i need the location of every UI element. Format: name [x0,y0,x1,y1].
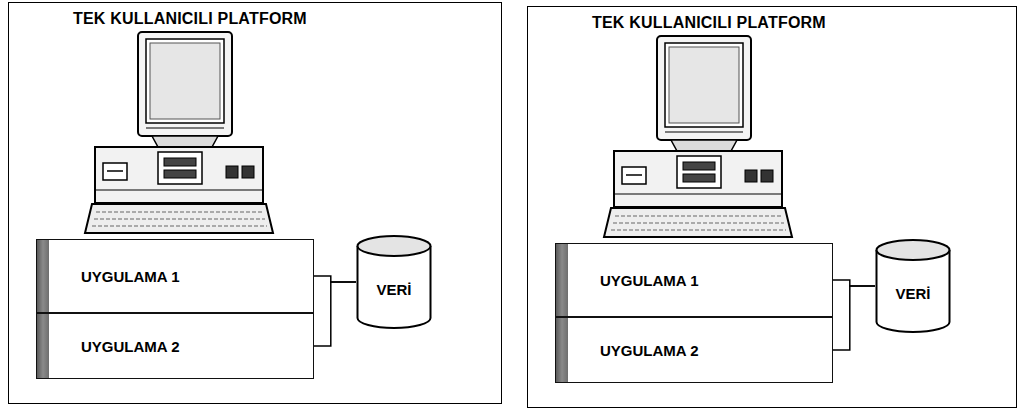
data-label: VERİ [376,281,411,298]
application-box: UYGULAMA 1 [555,243,833,317]
platform-panel: TEK KULLANICILI PLATFORM UYGULAMA 1 UYGULA… [8,2,502,404]
application-box: UYGULAMA 1 [36,239,314,313]
connector-line [833,280,875,286]
connector-line [833,286,875,350]
data-cylinder: VERİ [356,235,432,329]
panel-title: TEK KULLANICILI PLATFORM [592,14,826,32]
application-box: UYGULAMA 2 [36,313,314,379]
data-label: VERİ [895,285,930,302]
application-label: UYGULAMA 2 [81,338,180,355]
application-label: UYGULAMA 1 [81,268,180,285]
application-label: UYGULAMA 1 [600,272,699,289]
connector-line [314,276,356,282]
data-cylinder: VERİ [875,239,951,333]
platform-panel: TEK KULLANICILI PLATFORM UYGULAMA 1 UYGULA… [527,6,1017,408]
panel-title: TEK KULLANICILI PLATFORM [73,10,307,28]
connector-line [314,282,356,346]
application-label: UYGULAMA 2 [600,342,699,359]
application-box: UYGULAMA 2 [555,317,833,383]
